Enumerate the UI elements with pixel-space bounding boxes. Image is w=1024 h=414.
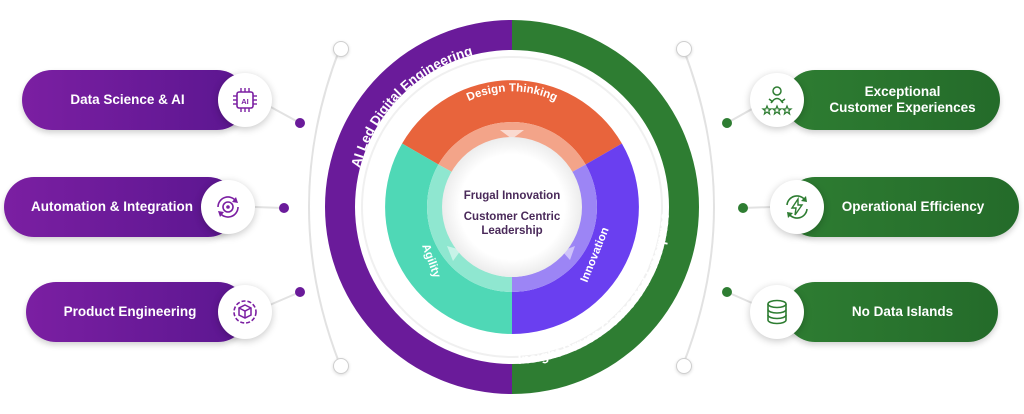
segment-innovation — [512, 143, 639, 334]
pill-label: Automation & Integration — [31, 199, 193, 214]
customer-rating-icon — [750, 73, 804, 127]
connector-dot — [295, 287, 305, 297]
svg-text:AI: AI — [241, 97, 249, 106]
connector-dot — [279, 203, 289, 213]
pill-label-line-1: Exceptional — [864, 84, 941, 99]
connector-node — [333, 358, 349, 374]
center-line-1: Frugal Innovation — [464, 190, 560, 202]
connector-node — [676, 41, 692, 57]
ai-chip-icon: AI — [218, 73, 272, 127]
segment-design-thinking — [402, 80, 622, 165]
cube-gear-icon — [218, 285, 272, 339]
pill-exceptional-customer-experiences: Exceptional Customer Experiences — [785, 70, 1000, 130]
gear-cycle-icon — [201, 180, 255, 234]
center-line-2: Customer Centric — [464, 211, 561, 223]
connector-dot — [738, 203, 748, 213]
center-line-3: Leadership — [481, 225, 542, 237]
pill-label-line-2: Customer Experiences — [829, 100, 976, 115]
database-icon — [750, 285, 804, 339]
pill-operational-efficiency: Operational Efficiency — [785, 177, 1019, 237]
energy-cycle-icon — [770, 180, 824, 234]
connector-dot — [722, 287, 732, 297]
pill-label: Data Science & AI — [70, 92, 185, 107]
segment-agility — [385, 143, 512, 334]
pill-automation-integration: Automation & Integration — [4, 177, 238, 237]
pill-label: Product Engineering — [63, 304, 197, 319]
outer-ring-left — [325, 20, 512, 394]
connector-node — [676, 358, 692, 374]
pill-data-science-ai: Data Science & AI — [22, 70, 247, 130]
connector-node — [333, 41, 349, 57]
pill-label: No Data Islands — [851, 304, 954, 319]
pill-product-engineering: Product Engineering — [26, 282, 248, 342]
center-disc — [442, 137, 582, 277]
connector-dot — [722, 118, 732, 128]
pill-no-data-islands: No Data Islands — [785, 282, 998, 342]
connector-dot — [295, 118, 305, 128]
pill-label: Operational Efficiency — [841, 199, 985, 214]
outer-ring-right — [512, 20, 699, 394]
